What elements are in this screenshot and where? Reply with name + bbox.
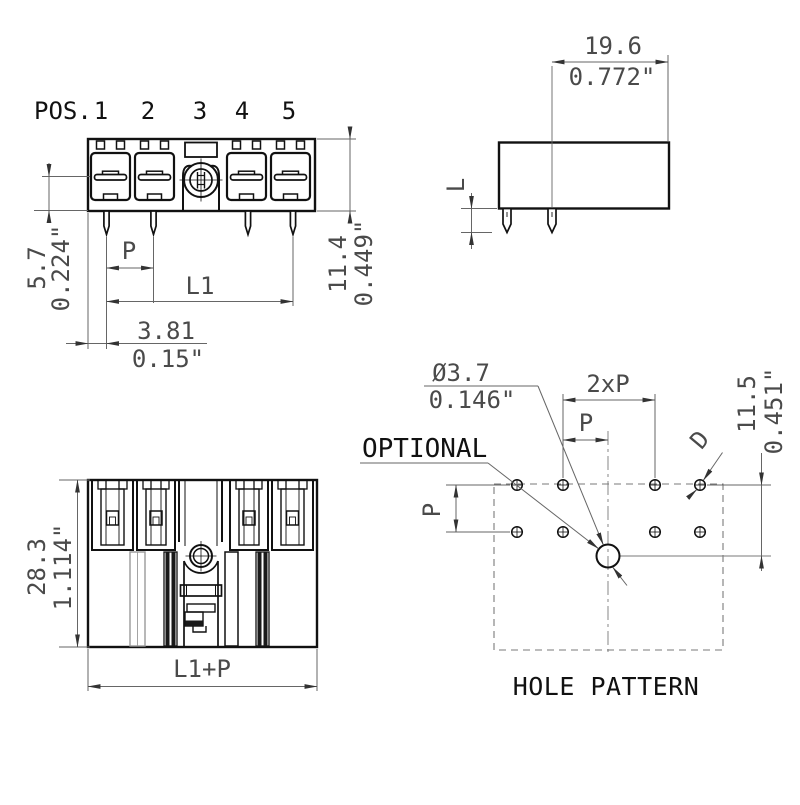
pin-hole (556, 478, 570, 492)
side-pin (547, 207, 557, 235)
pin-holes (510, 478, 707, 539)
slot-height-in: 0.224" (47, 225, 75, 312)
small-hole-dia-label: D (685, 425, 716, 454)
pin-length-label: L (442, 178, 470, 192)
socket-cavities (89, 151, 312, 202)
optional-label: OPTIONAL (362, 434, 487, 464)
plug-towers (91, 479, 314, 551)
pitch-h-label: P (579, 409, 593, 437)
top-view-dimensions (59, 479, 318, 691)
pos-label: POS. (34, 97, 92, 125)
pin-hole (693, 478, 707, 492)
connector-side-body (497, 141, 671, 235)
pin-hole (693, 525, 707, 539)
double-pitch-label: 2xP (586, 370, 629, 398)
side-view-dimensions (461, 55, 669, 249)
hole-dia-in: 0.146" (429, 386, 516, 414)
depth-mm: 19.6 (584, 32, 642, 60)
slot-height-mm: 5.7 (23, 246, 51, 289)
depth-in: 0.772" (569, 63, 656, 91)
hole-dia-mm: Ø3.7 (432, 359, 490, 387)
center-screw-channel (178, 480, 223, 646)
hole-pattern-title: HOLE PATTERN (513, 672, 700, 701)
solder-pins (103, 210, 297, 238)
row-offset-mm: 11.5 (733, 375, 761, 433)
pitch-v-label: P (418, 503, 446, 517)
pos-number-5: 5 (282, 97, 296, 125)
connector-front-body (86, 137, 317, 238)
total-width-label: L1+P (173, 655, 231, 683)
body-height-mm: 11.4 (324, 235, 352, 293)
hole-pattern-dimensions (360, 385, 771, 586)
body-height-in: 0.449" (350, 220, 378, 307)
top-view: 28.3 1.114" L1+P (23, 478, 319, 691)
pin-hole (510, 525, 524, 539)
pin-hole (648, 478, 662, 492)
connector-top-body (86, 478, 319, 649)
hole-pattern: Ø3.7 0.146" OPTIONAL 2xP P P D 11.5 0.45… (360, 359, 788, 701)
pos-number-3: 3 (193, 97, 207, 125)
pos-number-4: 4 (235, 97, 249, 125)
pin-offset-in: 0.15" (132, 345, 204, 373)
pos-number-1: 1 (94, 97, 108, 125)
castellation-notches (95, 140, 306, 150)
pin-hole (648, 525, 662, 539)
flange-screw (179, 158, 223, 210)
side-view: 19.6 0.772" L (442, 32, 671, 249)
front-view-dimensions (34, 126, 356, 349)
pos-number-2: 2 (141, 97, 155, 125)
pcb-outline-dashed (493, 483, 724, 651)
side-pin (502, 207, 512, 235)
length-dim-label: L1 (186, 272, 215, 300)
front-view: POS. 1 2 3 4 5 (23, 97, 378, 373)
optional-fixing-hole (595, 543, 621, 569)
inner-columns (129, 551, 270, 647)
pin-hole (556, 525, 570, 539)
top-height-mm: 28.3 (23, 538, 51, 596)
top-height-in: 1.114" (49, 524, 77, 611)
row-offset-in: 0.451" (760, 368, 788, 455)
contact-slots (93, 170, 308, 181)
pitch-dim-label: P (122, 237, 136, 265)
pin-offset-mm: 3.81 (137, 317, 195, 345)
